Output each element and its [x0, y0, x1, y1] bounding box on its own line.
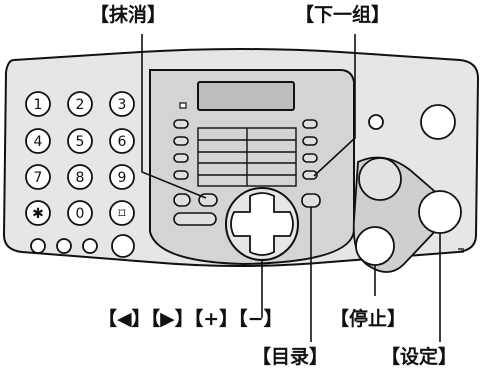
dial-key-circle[interactable]: [25, 91, 51, 117]
navigation-label: 【◀】【▶】【+】【−】: [98, 308, 283, 330]
dial-key[interactable]: 9: [109, 164, 135, 190]
dial-key[interactable]: 2: [67, 91, 93, 117]
small-right-button[interactable]: [368, 114, 384, 130]
large-right-button[interactable]: [420, 104, 456, 140]
dial-key-label: 4: [34, 134, 43, 150]
dial-key-label: 5: [76, 134, 85, 150]
station-keys-right: [302, 119, 318, 180]
dial-key-circle[interactable]: [67, 164, 93, 190]
dial-key-label: ⌑: [118, 206, 126, 222]
dial-key[interactable]: 8: [67, 164, 93, 190]
dial-key[interactable]: ✱: [25, 200, 51, 226]
dial-keypad: 1 2 3 4 5 6 7 8 9 ✱ 0 ⌑: [25, 91, 135, 226]
dial-key[interactable]: 7: [25, 164, 51, 190]
dial-key-circle[interactable]: [109, 164, 135, 190]
dial-key-circle[interactable]: [109, 91, 135, 117]
wide-button[interactable]: [173, 212, 217, 226]
dial-key[interactable]: 0: [67, 200, 93, 226]
dial-key-circle[interactable]: [25, 200, 51, 226]
dial-key[interactable]: ⌑: [109, 200, 135, 226]
dial-key-label: 8: [76, 170, 85, 186]
dial-key[interactable]: 5: [67, 128, 93, 154]
erase-callout-line: [141, 34, 207, 199]
dial-key-circle[interactable]: [25, 128, 51, 154]
speaker-grille: [458, 248, 464, 253]
set-label: 【设定】: [381, 346, 458, 368]
directory-card: [197, 127, 297, 187]
dial-key-circle[interactable]: [67, 91, 93, 117]
dial-key-circle[interactable]: [109, 128, 135, 154]
station-keys-left: [173, 119, 189, 180]
start-button[interactable]: [358, 157, 402, 201]
large-function-button[interactable]: [111, 234, 135, 258]
callout-lines: [141, 34, 441, 342]
lcd-display: [197, 81, 295, 111]
small-left-button[interactable]: [173, 193, 191, 207]
stop-label: 【停止】: [330, 308, 407, 330]
dial-key-label: 7: [34, 170, 43, 186]
function-button[interactable]: [82, 238, 98, 254]
dial-key-circle[interactable]: [67, 200, 93, 226]
dial-key[interactable]: 1: [25, 91, 51, 117]
directory-label: 【目录】: [252, 346, 329, 368]
dial-key-label: 9: [118, 170, 127, 186]
function-buttons: [30, 234, 135, 258]
erase-label: 【抹消】: [90, 4, 167, 26]
dial-key-circle[interactable]: [67, 128, 93, 154]
dial-key-circle[interactable]: [25, 164, 51, 190]
dial-key-label: 0: [76, 206, 85, 222]
next-group-callout-line: [313, 34, 356, 177]
dial-key-label: 3: [118, 97, 127, 113]
stop-button[interactable]: [355, 226, 395, 266]
function-button[interactable]: [56, 238, 72, 254]
dial-key-label: ✱: [32, 206, 44, 222]
function-button[interactable]: [30, 238, 46, 254]
next-group-label: 【下一组】: [295, 4, 391, 26]
dial-key[interactable]: 4: [25, 128, 51, 154]
dial-key-label: 2: [76, 97, 85, 113]
dial-key-label: 6: [118, 134, 127, 150]
directory-button[interactable]: [301, 193, 321, 208]
dial-key[interactable]: 3: [109, 91, 135, 117]
indicator-light: [179, 102, 187, 109]
set-button[interactable]: [418, 190, 462, 234]
navigation-pad[interactable]: [230, 192, 294, 256]
dial-key-label: 1: [34, 97, 43, 113]
dial-key[interactable]: 6: [109, 128, 135, 154]
dial-key-circle[interactable]: [109, 200, 135, 226]
